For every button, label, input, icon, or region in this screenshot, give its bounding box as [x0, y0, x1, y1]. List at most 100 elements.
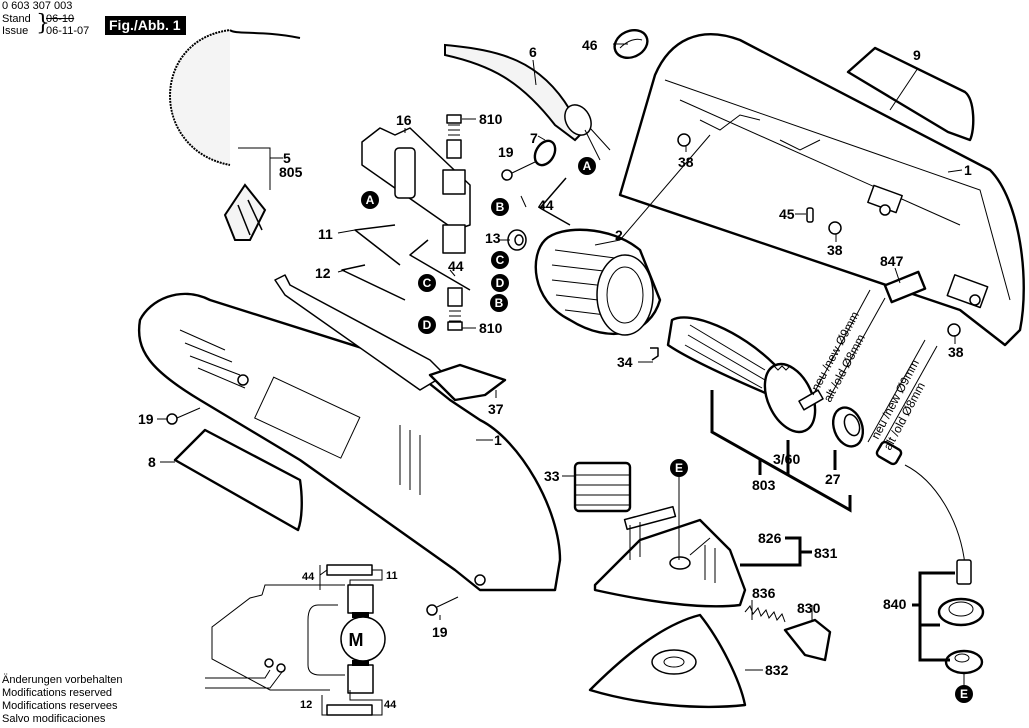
- wire-11[interactable]: [354, 224, 401, 266]
- connector-badge-c-left: C: [418, 274, 436, 292]
- switch-element[interactable]: [883, 270, 927, 304]
- callout-9: 9: [913, 47, 921, 63]
- connector-badge-e-top: E: [670, 459, 688, 560]
- connector-badge-d-right: D: [491, 274, 509, 292]
- assembly-brackets: [689, 390, 965, 685]
- power-cord[interactable]: [168, 28, 301, 241]
- bushing[interactable]: [507, 229, 527, 251]
- callout-12: 12: [315, 265, 331, 281]
- cord-guard[interactable]: [444, 43, 611, 161]
- nut-38-top[interactable]: [677, 133, 691, 147]
- footer-line-de: Änderungen vorbehalten: [2, 674, 123, 686]
- svg-text:A: A: [366, 193, 375, 207]
- stator-field[interactable]: [534, 228, 662, 336]
- nameplate-label[interactable]: [846, 46, 975, 142]
- footer-disclaimer: Änderungen vorbehalten Modifications res…: [2, 674, 122, 726]
- callout-38-bottom: 38: [948, 344, 964, 360]
- callout-840: 840: [883, 596, 907, 612]
- callout-19-bottom: 19: [432, 624, 448, 640]
- connector-badge-a-left: A: [361, 191, 379, 209]
- svg-text:B: B: [495, 296, 504, 310]
- stand-value: 06-10: [46, 13, 75, 25]
- callout-38-top: 38: [678, 154, 694, 170]
- callout-13: 13: [485, 230, 501, 246]
- connector-badge-a-right: A: [578, 157, 596, 175]
- callout-810-bottom: 810: [479, 320, 503, 336]
- type-label[interactable]: [173, 428, 303, 532]
- callout-3-60: 3/60: [773, 451, 800, 467]
- housing-shell-left[interactable]: [137, 292, 562, 592]
- stand-label: Stand: [2, 13, 31, 25]
- svg-text:E: E: [960, 687, 968, 701]
- armature[interactable]: [666, 316, 825, 439]
- screw-19-left[interactable]: [166, 407, 201, 425]
- figure-label: Fig./Abb. 1: [105, 16, 186, 35]
- footer-line-fr: Modifications reservees: [2, 700, 118, 712]
- nut-38-mid[interactable]: [828, 221, 842, 235]
- callout-803: 803: [752, 477, 776, 493]
- callout-831: 831: [814, 545, 838, 561]
- connector-badge-e-bottom: E: [955, 685, 973, 703]
- carbon-brush-top[interactable]: [446, 114, 462, 159]
- pin-part[interactable]: [806, 207, 814, 223]
- callout-847: 847: [880, 253, 904, 269]
- svg-text:C: C: [423, 276, 432, 290]
- screw-19-bottom[interactable]: [426, 596, 459, 616]
- wiring-schematic: [205, 564, 386, 716]
- issue-value: 06-11-07: [46, 25, 90, 37]
- svg-text:D: D: [423, 318, 432, 332]
- svg-text:C: C: [496, 253, 505, 267]
- nut-38-bottom[interactable]: [947, 323, 961, 337]
- motor-symbol: [340, 616, 386, 662]
- connector-badge-c-right: C: [491, 251, 509, 269]
- callout-826: 826: [758, 530, 782, 546]
- callout-34: 34: [617, 354, 633, 370]
- footer-line-en: Modifications reserved: [2, 687, 113, 699]
- callout-832: 832: [765, 662, 789, 678]
- wire-44-lower[interactable]: [409, 239, 471, 291]
- dust-adapter-840[interactable]: [875, 440, 985, 675]
- callout-46: 46: [582, 37, 598, 53]
- dust-filter[interactable]: [573, 461, 632, 513]
- brush-holder-plate[interactable]: [361, 127, 471, 254]
- svg-text:D: D: [496, 276, 505, 290]
- brace-glyph: }: [36, 11, 50, 36]
- callout-2: 2: [615, 227, 623, 243]
- wiring-label-44-top: 44: [302, 571, 315, 583]
- leader-lines: [157, 43, 963, 620]
- velcro-pad[interactable]: [588, 613, 747, 709]
- callout-37: 37: [488, 401, 504, 417]
- lock-lever[interactable]: [783, 618, 832, 662]
- wire-44-upper[interactable]: [539, 177, 571, 226]
- issue-label: Issue: [2, 25, 29, 37]
- callout-836: 836: [752, 585, 776, 601]
- callout-5: 5: [283, 150, 291, 166]
- callout-1-top: 1: [964, 162, 972, 178]
- spring-clip[interactable]: [650, 347, 659, 361]
- callout-16: 16: [396, 112, 412, 128]
- switch-slider[interactable]: [274, 274, 507, 402]
- part-number: 0 603 307 003: [2, 0, 73, 12]
- cable-clamp[interactable]: [531, 137, 560, 169]
- connector-badge-b-upper: B: [491, 198, 509, 216]
- ring-part[interactable]: [610, 25, 652, 63]
- svg-text:A: A: [583, 159, 592, 173]
- callout-11: 11: [318, 226, 333, 242]
- svg-text:E: E: [675, 461, 683, 475]
- screw-19-clamp[interactable]: [501, 161, 536, 181]
- wiring-label-44-bottom: 44: [384, 699, 397, 711]
- wire-12[interactable]: [341, 264, 406, 301]
- connector-badge-b-lower: B: [490, 294, 508, 312]
- callout-1-bottom: 1: [494, 432, 502, 448]
- housing-shell-right[interactable]: [618, 33, 1025, 347]
- carbon-brush-bottom[interactable]: [447, 287, 463, 331]
- callout-38-mid: 38: [827, 242, 843, 258]
- ball-bearing[interactable]: [828, 403, 868, 450]
- callout-7: 7: [530, 130, 538, 146]
- spring[interactable]: [744, 605, 786, 623]
- wiring-label-12: 12: [300, 699, 312, 711]
- callout-830: 830: [797, 600, 821, 616]
- callout-6: 6: [529, 44, 537, 60]
- sanding-plate-base[interactable]: [593, 505, 747, 608]
- callout-44-upper: 44: [538, 197, 554, 213]
